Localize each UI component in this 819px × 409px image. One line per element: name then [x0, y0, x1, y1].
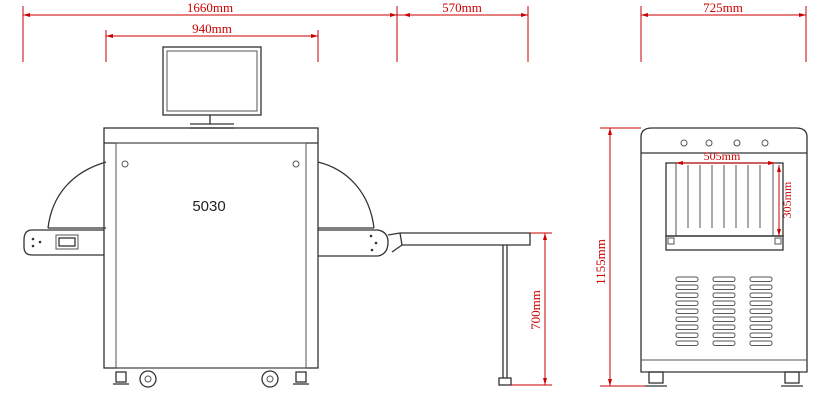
vent-slot — [749, 276, 773, 282]
exit-curtain-cover — [317, 161, 375, 229]
exit-conveyor — [318, 229, 389, 257]
entry-conveyor — [23, 229, 104, 256]
dimension-tunnel-height: 305mm — [780, 181, 794, 218]
vent-slot — [712, 284, 736, 290]
side-view — [23, 46, 531, 388]
vent-slot — [749, 308, 773, 314]
vent-slot — [675, 332, 699, 338]
tunnel-width-dimension — [676, 161, 775, 165]
vent-slot — [749, 332, 773, 338]
top-dimension-lines — [22, 6, 807, 62]
vent-slot — [749, 340, 773, 346]
dimension-overall-width: 725mm — [703, 0, 743, 15]
vent-slot — [749, 324, 773, 330]
overall-height-dimension — [600, 127, 645, 387]
caster-wheel — [139, 370, 157, 388]
vent-slot — [675, 276, 699, 282]
dimension-tunnel-width: 505mm — [704, 149, 741, 163]
dimension-body-length: 940mm — [192, 21, 232, 36]
front-body — [640, 127, 808, 373]
entry-curtain-cover — [47, 161, 107, 229]
vent-slot — [675, 316, 699, 322]
dimension-table-height: 700mm — [528, 290, 543, 330]
table-height-dimension — [511, 232, 552, 386]
vent-slot — [712, 316, 736, 322]
vent-slot — [675, 292, 699, 298]
front-view — [640, 127, 808, 387]
caster-wheel — [261, 370, 279, 388]
vent-slot — [749, 316, 773, 322]
dimension-overall-height: 1155mm — [593, 239, 608, 285]
scanner-body — [103, 127, 319, 369]
dimension-table-length: 570mm — [442, 0, 482, 15]
vent-slot — [675, 300, 699, 306]
vent-slot — [712, 308, 736, 314]
vent-slot — [675, 340, 699, 346]
vent-slot — [749, 284, 773, 290]
vent-slot — [712, 332, 736, 338]
vent-slot — [675, 324, 699, 330]
lead-curtain — [687, 165, 761, 228]
vent-slot — [675, 308, 699, 314]
vent-slot — [749, 292, 773, 298]
vent-slot — [749, 300, 773, 306]
vent-slot — [712, 276, 736, 282]
vent-slots — [675, 276, 773, 346]
tunnel-height-dimension — [777, 165, 781, 236]
vent-slot — [712, 300, 736, 306]
vent-slot — [675, 284, 699, 290]
vent-slot — [712, 340, 736, 346]
model-label: 5030 — [192, 198, 225, 215]
vent-slot — [712, 324, 736, 330]
monitor — [162, 46, 262, 116]
dimension-overall-length: 1660mm — [187, 0, 233, 15]
roller-table — [387, 232, 531, 253]
vent-slot — [712, 292, 736, 298]
